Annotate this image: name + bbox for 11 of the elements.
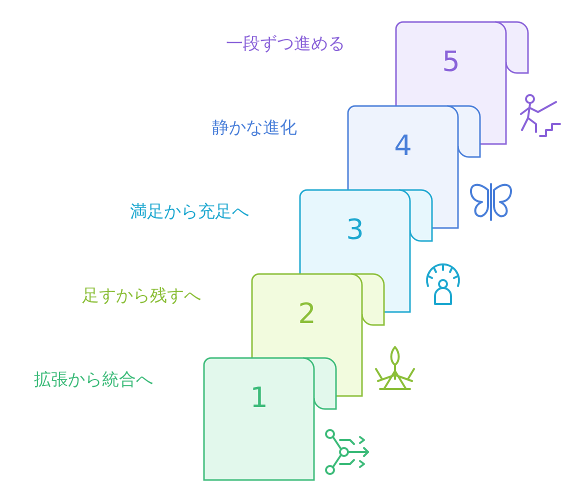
step-number: 4 [393,129,413,163]
step-label: 満足から充足へ [130,201,249,223]
step-label: 足すから残すへ [82,285,201,307]
step-label: 静かな進化 [212,117,297,139]
step-number: 1 [249,381,269,415]
step-number: 3 [345,213,365,247]
step-label: 拡張から統合へ [34,369,153,391]
scroll-step [203,357,337,481]
step-number: 2 [297,297,317,331]
step-label: 一段ずつ進める [226,33,345,55]
step-number: 5 [441,45,461,79]
